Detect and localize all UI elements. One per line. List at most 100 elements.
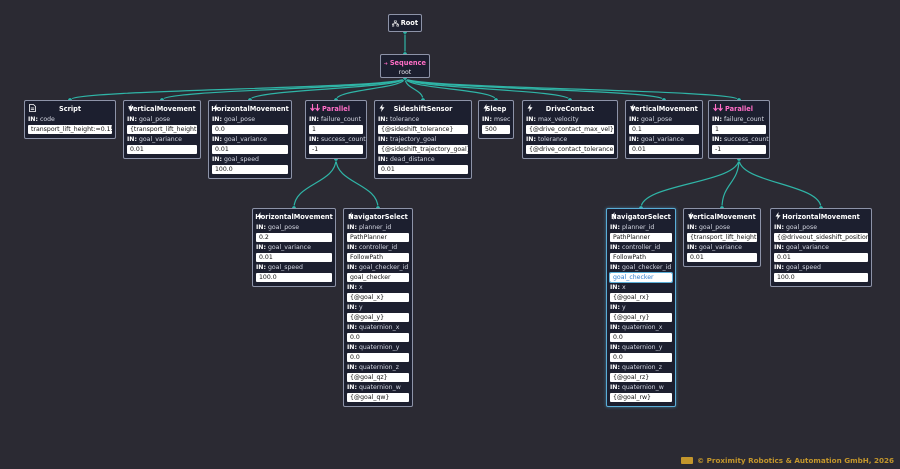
port-value-input[interactable]: {@goal_x} — [347, 293, 409, 302]
port-value-input[interactable]: 0.0 — [610, 353, 672, 362]
port-value-input[interactable]: transport_lift_height:=0.15 — [28, 125, 112, 134]
port-value-input[interactable]: 1 — [309, 125, 363, 134]
port-label: IN: x — [347, 284, 409, 291]
port-value-input[interactable]: 0.01 — [256, 253, 332, 262]
port-value-input[interactable]: 0.0 — [212, 125, 288, 134]
port-value-input[interactable]: 100.0 — [256, 273, 332, 282]
port-direction: IN: — [629, 136, 639, 143]
port-value-input[interactable]: 100.0 — [212, 165, 288, 174]
port-value-input[interactable]: 0.01 — [127, 145, 197, 154]
port-value-input[interactable]: {@goal_rz} — [610, 373, 672, 382]
port-value-input[interactable]: FollowPath — [347, 253, 409, 262]
port-direction: IN: — [526, 116, 536, 123]
port-value-input[interactable]: {@sideshift_tolerance} — [378, 125, 468, 134]
port-value-input[interactable]: -1 — [712, 145, 766, 154]
node-icon — [257, 211, 263, 221]
port-value-input[interactable]: {@driveout_sideshift_position} — [774, 233, 868, 242]
port-direction: IN: — [309, 116, 319, 123]
port-name: quaternion_w — [358, 384, 401, 391]
port-value-input[interactable]: goal_checker — [347, 273, 409, 282]
node-par1-title: Parallel — [321, 105, 351, 113]
port-value-input[interactable]: 0.01 — [378, 165, 468, 174]
node-sequence[interactable]: Sequence root — [380, 54, 430, 78]
port-value-input[interactable]: 100.0 — [774, 273, 868, 282]
port-label: IN: tolerance — [526, 136, 614, 143]
node-hm2-header: HorizontalMovement — [255, 211, 333, 222]
port-value-input[interactable]: {@goal_qz} — [347, 373, 409, 382]
port-name: success_count — [320, 136, 366, 143]
parallel-arrows-icon — [713, 104, 723, 112]
port-value-input[interactable]: {@goal_rx} — [610, 293, 672, 302]
port-value-input[interactable]: 0.0 — [347, 333, 409, 342]
port-label: IN: quaternion_x — [610, 324, 672, 331]
port-value-input[interactable]: {@goal_rw} — [610, 393, 672, 402]
port-value-input[interactable]: 500 — [482, 125, 510, 134]
port-direction: IN: — [212, 156, 222, 163]
port-value-input[interactable]: {@goal_qw} — [347, 393, 409, 402]
port-value-input[interactable]: {transport_lift_height} — [127, 125, 197, 134]
port-label: IN: controller_id — [610, 244, 672, 251]
port-label: IN: goal_speed — [256, 264, 332, 271]
port-name: goal_speed — [267, 264, 303, 271]
port-name: x — [358, 284, 363, 291]
port-direction: IN: — [610, 384, 620, 391]
port-name: goal_variance — [640, 136, 684, 143]
port-direction: IN: — [256, 244, 266, 251]
port-value-input[interactable]: PathPlanner — [610, 233, 672, 242]
port-value-input[interactable]: 1 — [712, 125, 766, 134]
port-value-input[interactable]: 0.0 — [347, 353, 409, 362]
port-label: IN: code — [28, 116, 112, 123]
port-label: IN: goal_checker_id — [347, 264, 409, 271]
port-value-input[interactable]: 0.2 — [256, 233, 332, 242]
port-value-input[interactable]: 0.01 — [629, 145, 699, 154]
port-value-input[interactable]: 0.1 — [629, 125, 699, 134]
port-value-input[interactable]: {transport_lift_height} — [687, 233, 757, 242]
port-value-input[interactable]: goal_checker — [609, 272, 673, 283]
port-value-input[interactable]: PathPlanner — [347, 233, 409, 242]
port-value-input[interactable]: {@drive_contact_max_vel} — [526, 125, 614, 134]
port-value-input[interactable]: {@goal_y} — [347, 313, 409, 322]
port-label: IN: goal_variance — [127, 136, 197, 143]
port-label: IN: quaternion_z — [347, 364, 409, 371]
port-value-input[interactable]: {@goal_ry} — [610, 313, 672, 322]
node-icon — [688, 211, 694, 221]
port-direction: IN: — [347, 384, 357, 391]
port-value-input[interactable]: -1 — [309, 145, 363, 154]
port-value-input[interactable]: {@sideshift_trajectory_goal} — [378, 145, 468, 154]
node-icon — [483, 103, 489, 113]
node-icon — [527, 103, 533, 113]
edge-sequence-sleep — [404, 77, 497, 101]
node-root[interactable]: Root — [388, 14, 422, 32]
node-vm3-header: VerticalMovement — [687, 212, 757, 222]
node-vm1-title: VerticalMovement — [128, 105, 196, 113]
node-sleep-header: Sleep — [482, 104, 510, 114]
port-value-input[interactable]: 0.0 — [610, 333, 672, 342]
node-sequence-subtitle: root — [398, 69, 412, 76]
port-value-input[interactable]: 0.01 — [212, 145, 288, 154]
port-label: IN: goal_pose — [774, 224, 868, 231]
port-value-input[interactable]: {@drive_contact_tolerance} — [526, 145, 614, 154]
node-script-header: Script — [28, 104, 112, 114]
port-value-input[interactable]: FollowPath — [610, 253, 672, 262]
edge-sequence-vm1 — [161, 77, 406, 101]
node-hm2-title: HorizontalMovement — [255, 213, 333, 221]
port-name: quaternion_y — [358, 344, 400, 351]
port-value-input[interactable]: 0.01 — [774, 253, 868, 262]
port-value-input[interactable]: 0.01 — [687, 253, 757, 262]
lightning-icon — [128, 104, 134, 112]
port-label: IN: y — [347, 304, 409, 311]
